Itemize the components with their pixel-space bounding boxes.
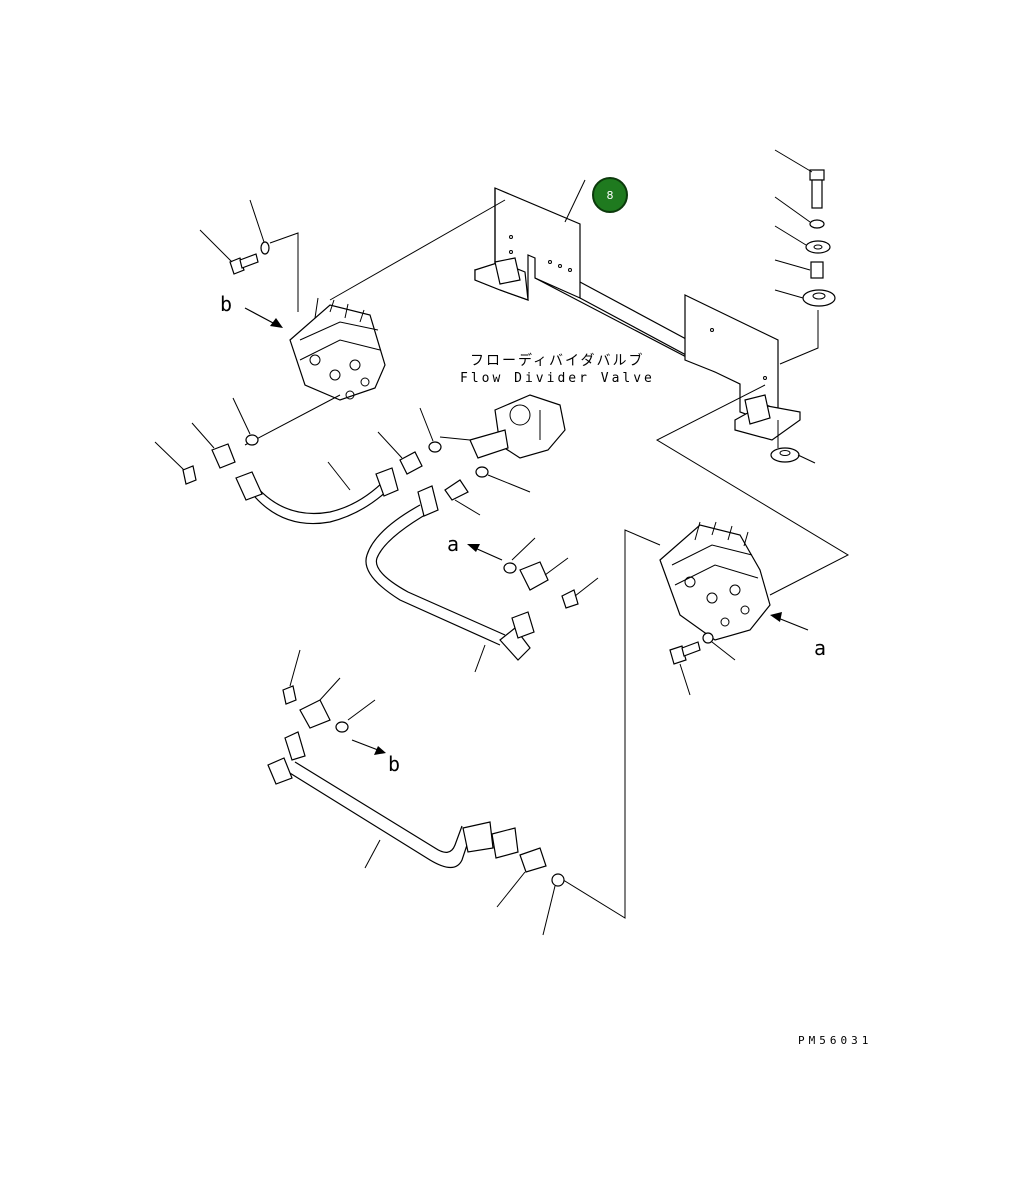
fittings-middle [154,397,531,516]
fittings-bottom [496,847,565,936]
part-number-badge[interactable]: 8 [592,177,628,213]
tube-lower [267,731,519,869]
guide-line-left [269,232,299,312]
callout-a-right: a [814,636,827,660]
arrow-b-bottom [351,739,379,751]
guide-line-right [655,384,850,596]
hose [235,461,399,525]
flow-divider-valve-label-jp: フローディバイダバルブ [470,353,645,369]
guide-line-return [559,529,661,919]
callout-b-bottom: b [388,752,401,776]
control-valve-right [659,521,771,641]
arrow-b-top [244,307,276,325]
arrow-a-middle [474,547,503,561]
leader-bracket [564,179,586,223]
bolt-right-bottom [669,632,736,696]
tube-middle [365,485,535,673]
bolt-top-left [199,199,270,275]
arrow-a-middle-head [467,544,480,552]
flow-divider-valve [439,394,566,459]
fittings-lower [282,649,376,733]
arrow-b-bottom-head [374,746,386,755]
guide-line-top [329,199,506,301]
arrow-b-top-head [270,318,283,328]
arrow-a-right-head [770,612,782,622]
callout-a-middle: a [447,532,460,556]
control-valve-left [244,297,386,446]
arrow-a-right [777,617,809,631]
callout-b-top: b [220,292,233,316]
flow-divider-valve-label-en: Flow Divider Valve [460,371,655,386]
mounting-bracket [474,187,801,441]
drawing-code: PM56031 [798,1034,873,1047]
mount-hardware-stack [770,149,836,464]
